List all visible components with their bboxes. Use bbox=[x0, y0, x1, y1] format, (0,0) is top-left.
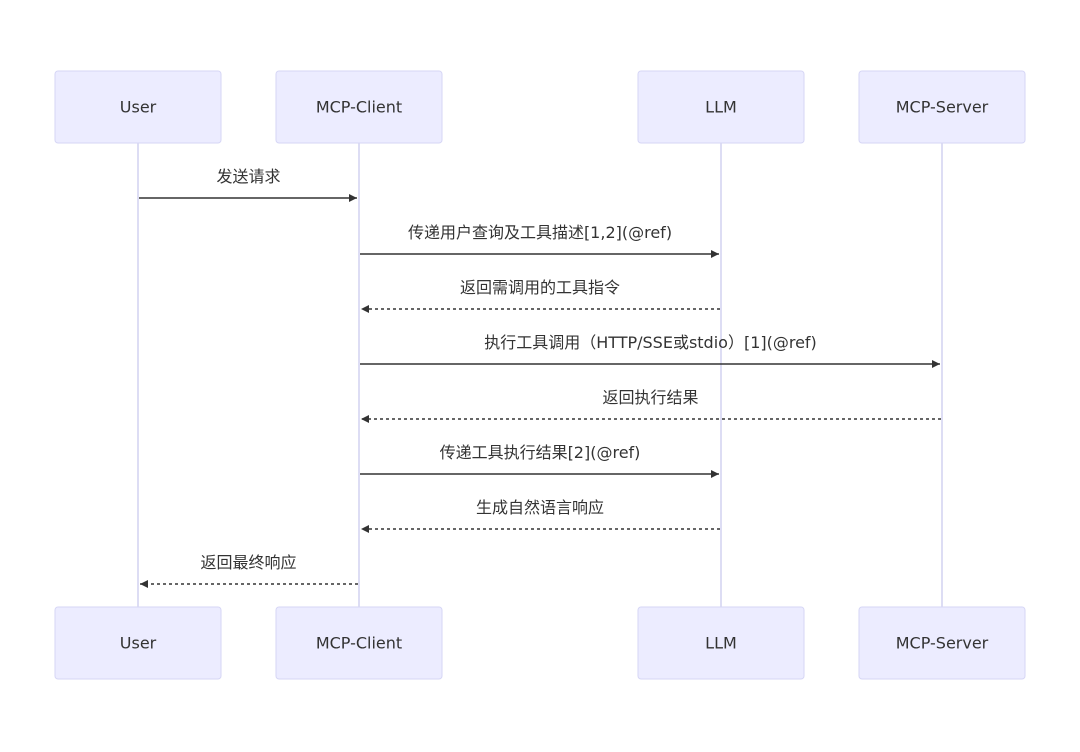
actor-user-bottom: User bbox=[54, 606, 222, 680]
actors-top: User MCP-Client LLM MCP-Server bbox=[54, 70, 1026, 144]
actor-box bbox=[858, 606, 1026, 680]
message-label: 执行工具调用（HTTP/SSE或stdio）[1](@ref) bbox=[484, 333, 817, 352]
message-5: 返回执行结果 bbox=[361, 388, 941, 423]
actor-label: LLM bbox=[705, 98, 737, 117]
message-6: 传递工具执行结果[2](@ref) bbox=[360, 443, 719, 478]
actors-bottom: User MCP-Client LLM MCP-Server bbox=[54, 606, 1026, 680]
message-label: 传递工具执行结果[2](@ref) bbox=[440, 443, 641, 462]
message-label: 返回需调用的工具指令 bbox=[460, 278, 620, 297]
actor-box bbox=[54, 606, 222, 680]
actor-label: User bbox=[120, 98, 157, 117]
actor-label: LLM bbox=[705, 634, 737, 653]
actor-box bbox=[858, 70, 1026, 144]
actor-client-bottom: MCP-Client bbox=[275, 606, 443, 680]
actor-server-bottom: MCP-Server bbox=[858, 606, 1026, 680]
actor-label: MCP-Server bbox=[896, 634, 989, 653]
message-2: 传递用户查询及工具描述[1,2](@ref) bbox=[360, 223, 719, 258]
message-label: 生成自然语言响应 bbox=[476, 498, 604, 517]
message-8: 返回最终响应 bbox=[140, 553, 358, 588]
actor-llm-top: LLM bbox=[637, 70, 805, 144]
message-label: 返回最终响应 bbox=[200, 553, 296, 572]
message-1: 发送请求 bbox=[139, 167, 357, 202]
actor-client-top: MCP-Client bbox=[275, 70, 443, 144]
actor-label: MCP-Client bbox=[316, 98, 402, 117]
actor-llm-bottom: LLM bbox=[637, 606, 805, 680]
message-label: 传递用户查询及工具描述[1,2](@ref) bbox=[408, 223, 672, 242]
actor-user-top: User bbox=[54, 70, 222, 144]
message-3: 返回需调用的工具指令 bbox=[361, 278, 720, 313]
message-4: 执行工具调用（HTTP/SSE或stdio）[1](@ref) bbox=[360, 333, 940, 368]
message-label: 发送请求 bbox=[216, 167, 280, 186]
actor-box bbox=[275, 606, 443, 680]
actor-box bbox=[275, 70, 443, 144]
actor-box bbox=[637, 70, 805, 144]
actor-box bbox=[54, 70, 222, 144]
actor-server-top: MCP-Server bbox=[858, 70, 1026, 144]
actor-label: MCP-Client bbox=[316, 634, 402, 653]
message-7: 生成自然语言响应 bbox=[361, 498, 720, 533]
actor-box bbox=[637, 606, 805, 680]
actor-label: User bbox=[120, 634, 157, 653]
lifelines bbox=[137, 143, 943, 607]
actor-label: MCP-Server bbox=[896, 98, 989, 117]
message-label: 返回执行结果 bbox=[602, 388, 698, 407]
